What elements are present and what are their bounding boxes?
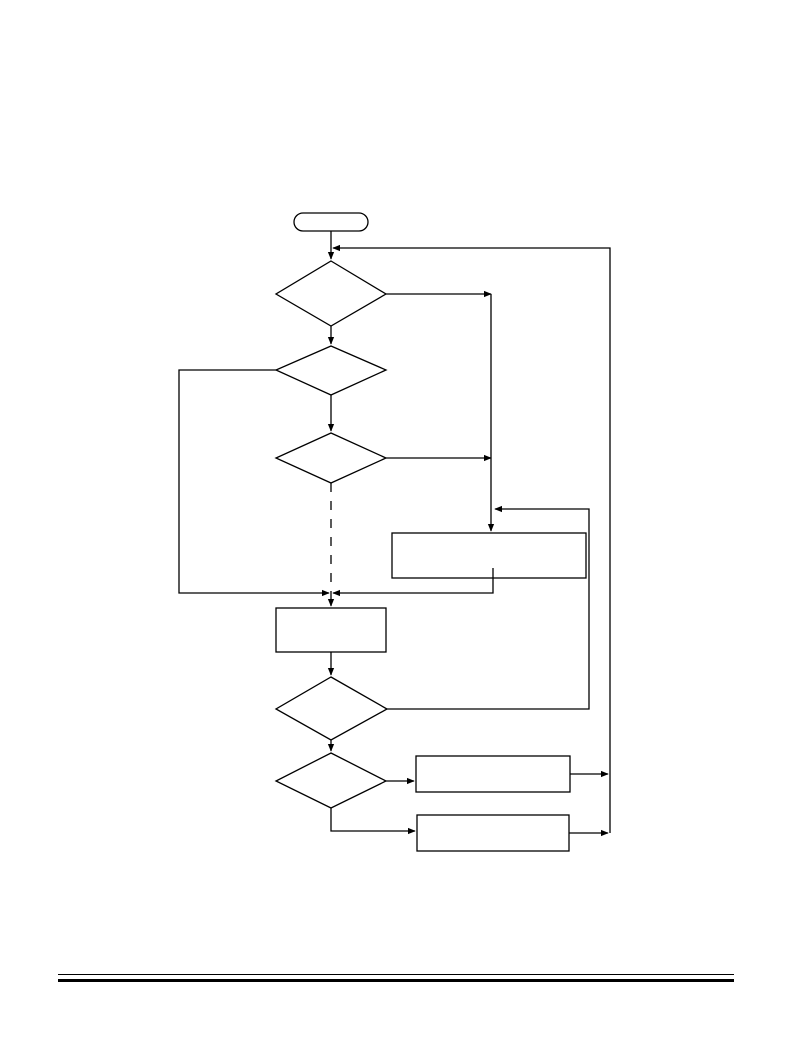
edge-process-right-to-merge bbox=[332, 568, 494, 597]
node-decision-4 bbox=[274, 676, 389, 741]
node-process-bottom-2 bbox=[416, 814, 570, 852]
footer-rule-thin bbox=[58, 974, 734, 975]
node-start bbox=[293, 212, 369, 232]
node-process-right bbox=[391, 532, 587, 579]
node-decision-5 bbox=[274, 752, 388, 809]
node-decision-2 bbox=[274, 345, 388, 396]
footer-rule-thick bbox=[58, 979, 734, 982]
node-process-bottom-1 bbox=[415, 755, 571, 793]
edge-loop-return-top bbox=[332, 244, 611, 833]
node-process-center bbox=[275, 607, 387, 653]
footer-rule bbox=[58, 974, 734, 982]
node-decision-1 bbox=[274, 260, 388, 327]
edge-decision-2-left-branch bbox=[178, 369, 330, 597]
edge-decision-5-to-process-bottom-2 bbox=[330, 808, 416, 835]
node-decision-3 bbox=[274, 432, 388, 484]
edge-decision-4-loop bbox=[387, 505, 590, 710]
